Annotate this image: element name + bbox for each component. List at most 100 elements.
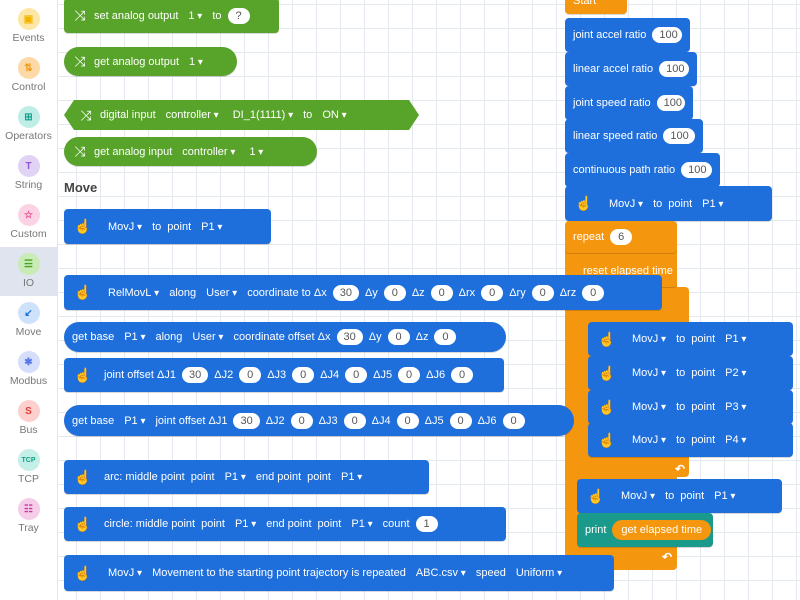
number-input[interactable]: 100 <box>652 27 682 43</box>
number-input[interactable]: 0 <box>383 284 406 301</box>
category-tray[interactable]: ☷Tray <box>0 492 57 541</box>
number-input[interactable]: 0 <box>502 412 525 429</box>
dropdown-field[interactable]: MovJ <box>104 219 146 235</box>
number-input[interactable]: 0 <box>396 412 419 429</box>
dropdown-field[interactable]: DI_1(1111) <box>229 107 297 123</box>
number-input[interactable]: 0 <box>343 412 366 429</box>
category-move[interactable]: ↙Move <box>0 296 57 345</box>
dropdown-field[interactable]: controller <box>178 144 239 160</box>
number-input[interactable]: 0 <box>451 367 474 383</box>
dropdown-field[interactable]: 1 <box>185 54 207 70</box>
after-movj-block[interactable]: ☝MovJtopointP1 <box>577 479 782 513</box>
dropdown-field[interactable]: MovJ <box>628 399 670 415</box>
get-base-coord-block[interactable]: get baseP1alongUsercoordinate offset Δx3… <box>64 322 506 352</box>
dropdown-field[interactable]: P1 <box>120 413 149 429</box>
number-input[interactable]: 100 <box>681 162 712 178</box>
dropdown-field[interactable]: P1 <box>721 331 750 347</box>
number-input[interactable]: 0 <box>582 284 605 301</box>
category-custom[interactable]: ☆Custom <box>0 198 57 247</box>
dropdown-field[interactable]: P1 <box>197 219 226 235</box>
inner-movj-1-block[interactable]: ☝MovJtopointP1 <box>588 322 793 356</box>
number-input[interactable]: 1 <box>415 516 438 532</box>
number-input[interactable]: 0 <box>345 367 368 383</box>
number-input[interactable]: 0 <box>481 284 504 301</box>
dropdown-field[interactable]: P1 <box>231 516 260 532</box>
category-events[interactable]: ▣Events <box>0 2 57 51</box>
number-input[interactable]: 0 <box>387 329 410 345</box>
dropdown-field[interactable]: P2 <box>721 365 750 381</box>
dropdown-field[interactable]: P1 <box>698 196 727 212</box>
number-input[interactable]: 100 <box>663 128 695 144</box>
number-input[interactable]: 0 <box>290 412 313 429</box>
set-analog-output-block[interactable]: ⤨set analog output1to? <box>64 0 279 33</box>
dropdown-field[interactable]: User <box>188 329 227 345</box>
inner-movj-2-block[interactable]: ☝MovJtopointP2 <box>588 356 793 390</box>
arc-block[interactable]: ☝arc: middle pointpointP1end pointpointP… <box>64 460 429 494</box>
relmovl-block[interactable]: ☝RelMovLalongUsercoordinate to Δx30Δy0Δz… <box>64 275 662 310</box>
dropdown-field[interactable]: MovJ <box>628 432 670 448</box>
dropdown-field[interactable]: ABC.csv <box>412 565 470 581</box>
dropdown-field[interactable]: MovJ <box>628 331 670 347</box>
dropdown-field[interactable]: Uniform <box>512 565 566 581</box>
dropdown-field[interactable]: ON <box>318 107 350 123</box>
category-io[interactable]: ☰IO <box>0 247 57 296</box>
dropdown-field[interactable]: MovJ <box>617 488 659 504</box>
number-input[interactable]: 6 <box>610 229 633 245</box>
number-input[interactable]: 0 <box>434 329 457 345</box>
number-input[interactable]: 30 <box>181 367 209 383</box>
get-elapsed-time-reporter[interactable]: get elapsed time <box>612 520 712 540</box>
number-input[interactable]: 100 <box>656 95 685 111</box>
number-input[interactable]: 30 <box>332 284 359 301</box>
number-input[interactable]: 0 <box>398 367 421 383</box>
dropdown-field[interactable]: 1 <box>245 144 267 160</box>
category-modbus[interactable]: ✱Modbus <box>0 345 57 394</box>
dropdown-field[interactable]: P3 <box>721 399 750 415</box>
dropdown-field[interactable]: User <box>202 285 241 301</box>
dropdown-field[interactable]: MovJ <box>605 196 647 212</box>
dropdown-field[interactable]: P1 <box>347 516 376 532</box>
start-block[interactable]: Start <box>565 0 627 14</box>
dropdown-field[interactable]: MovJ <box>104 565 146 581</box>
number-input[interactable]: 0 <box>292 367 315 383</box>
dropdown-field[interactable]: P1 <box>710 488 739 504</box>
dropdown-field[interactable]: MovJ <box>628 365 670 381</box>
dropdown-field[interactable]: P1 <box>120 329 149 345</box>
inner-movj-4-block[interactable]: ☝MovJtopointP4 <box>588 423 793 457</box>
movj-point-block[interactable]: ☝MovJtopointP1 <box>64 209 271 244</box>
number-input[interactable]: ? <box>227 7 250 24</box>
number-input[interactable]: 100 <box>659 61 689 77</box>
category-control[interactable]: ⇅Control <box>0 51 57 100</box>
inner-movj-3-block[interactable]: ☝MovJtopointP3 <box>588 390 793 424</box>
number-input[interactable]: 30 <box>336 329 363 345</box>
number-input[interactable]: 0 <box>531 284 554 301</box>
dropdown-field[interactable]: P4 <box>721 432 750 448</box>
dropdown-field[interactable]: 1 <box>184 8 206 24</box>
dropdown-field[interactable]: controller <box>162 107 223 123</box>
number-input[interactable]: 0 <box>239 367 262 383</box>
number-input[interactable]: 0 <box>449 412 472 429</box>
movj-trajectory-block[interactable]: ☝MovJMovement to the starting point traj… <box>64 555 614 591</box>
dropdown-field[interactable]: P1 <box>221 469 250 485</box>
dropdown-field[interactable]: RelMovL <box>104 285 163 301</box>
category-operators[interactable]: ⊞Operators <box>0 100 57 149</box>
stack-movj-block[interactable]: ☝MovJtopointP1 <box>565 186 772 221</box>
dropdown-field[interactable]: P1 <box>337 469 366 485</box>
get-base-joint-block[interactable]: get baseP1joint offset ΔJ130ΔJ20ΔJ30ΔJ40… <box>64 405 574 436</box>
get-analog-input-block[interactable]: ⤨get analog inputcontroller1 <box>64 137 317 166</box>
number-input[interactable]: 0 <box>430 284 453 301</box>
circle-block[interactable]: ☝circle: middle pointpointP1end pointpoi… <box>64 507 506 541</box>
